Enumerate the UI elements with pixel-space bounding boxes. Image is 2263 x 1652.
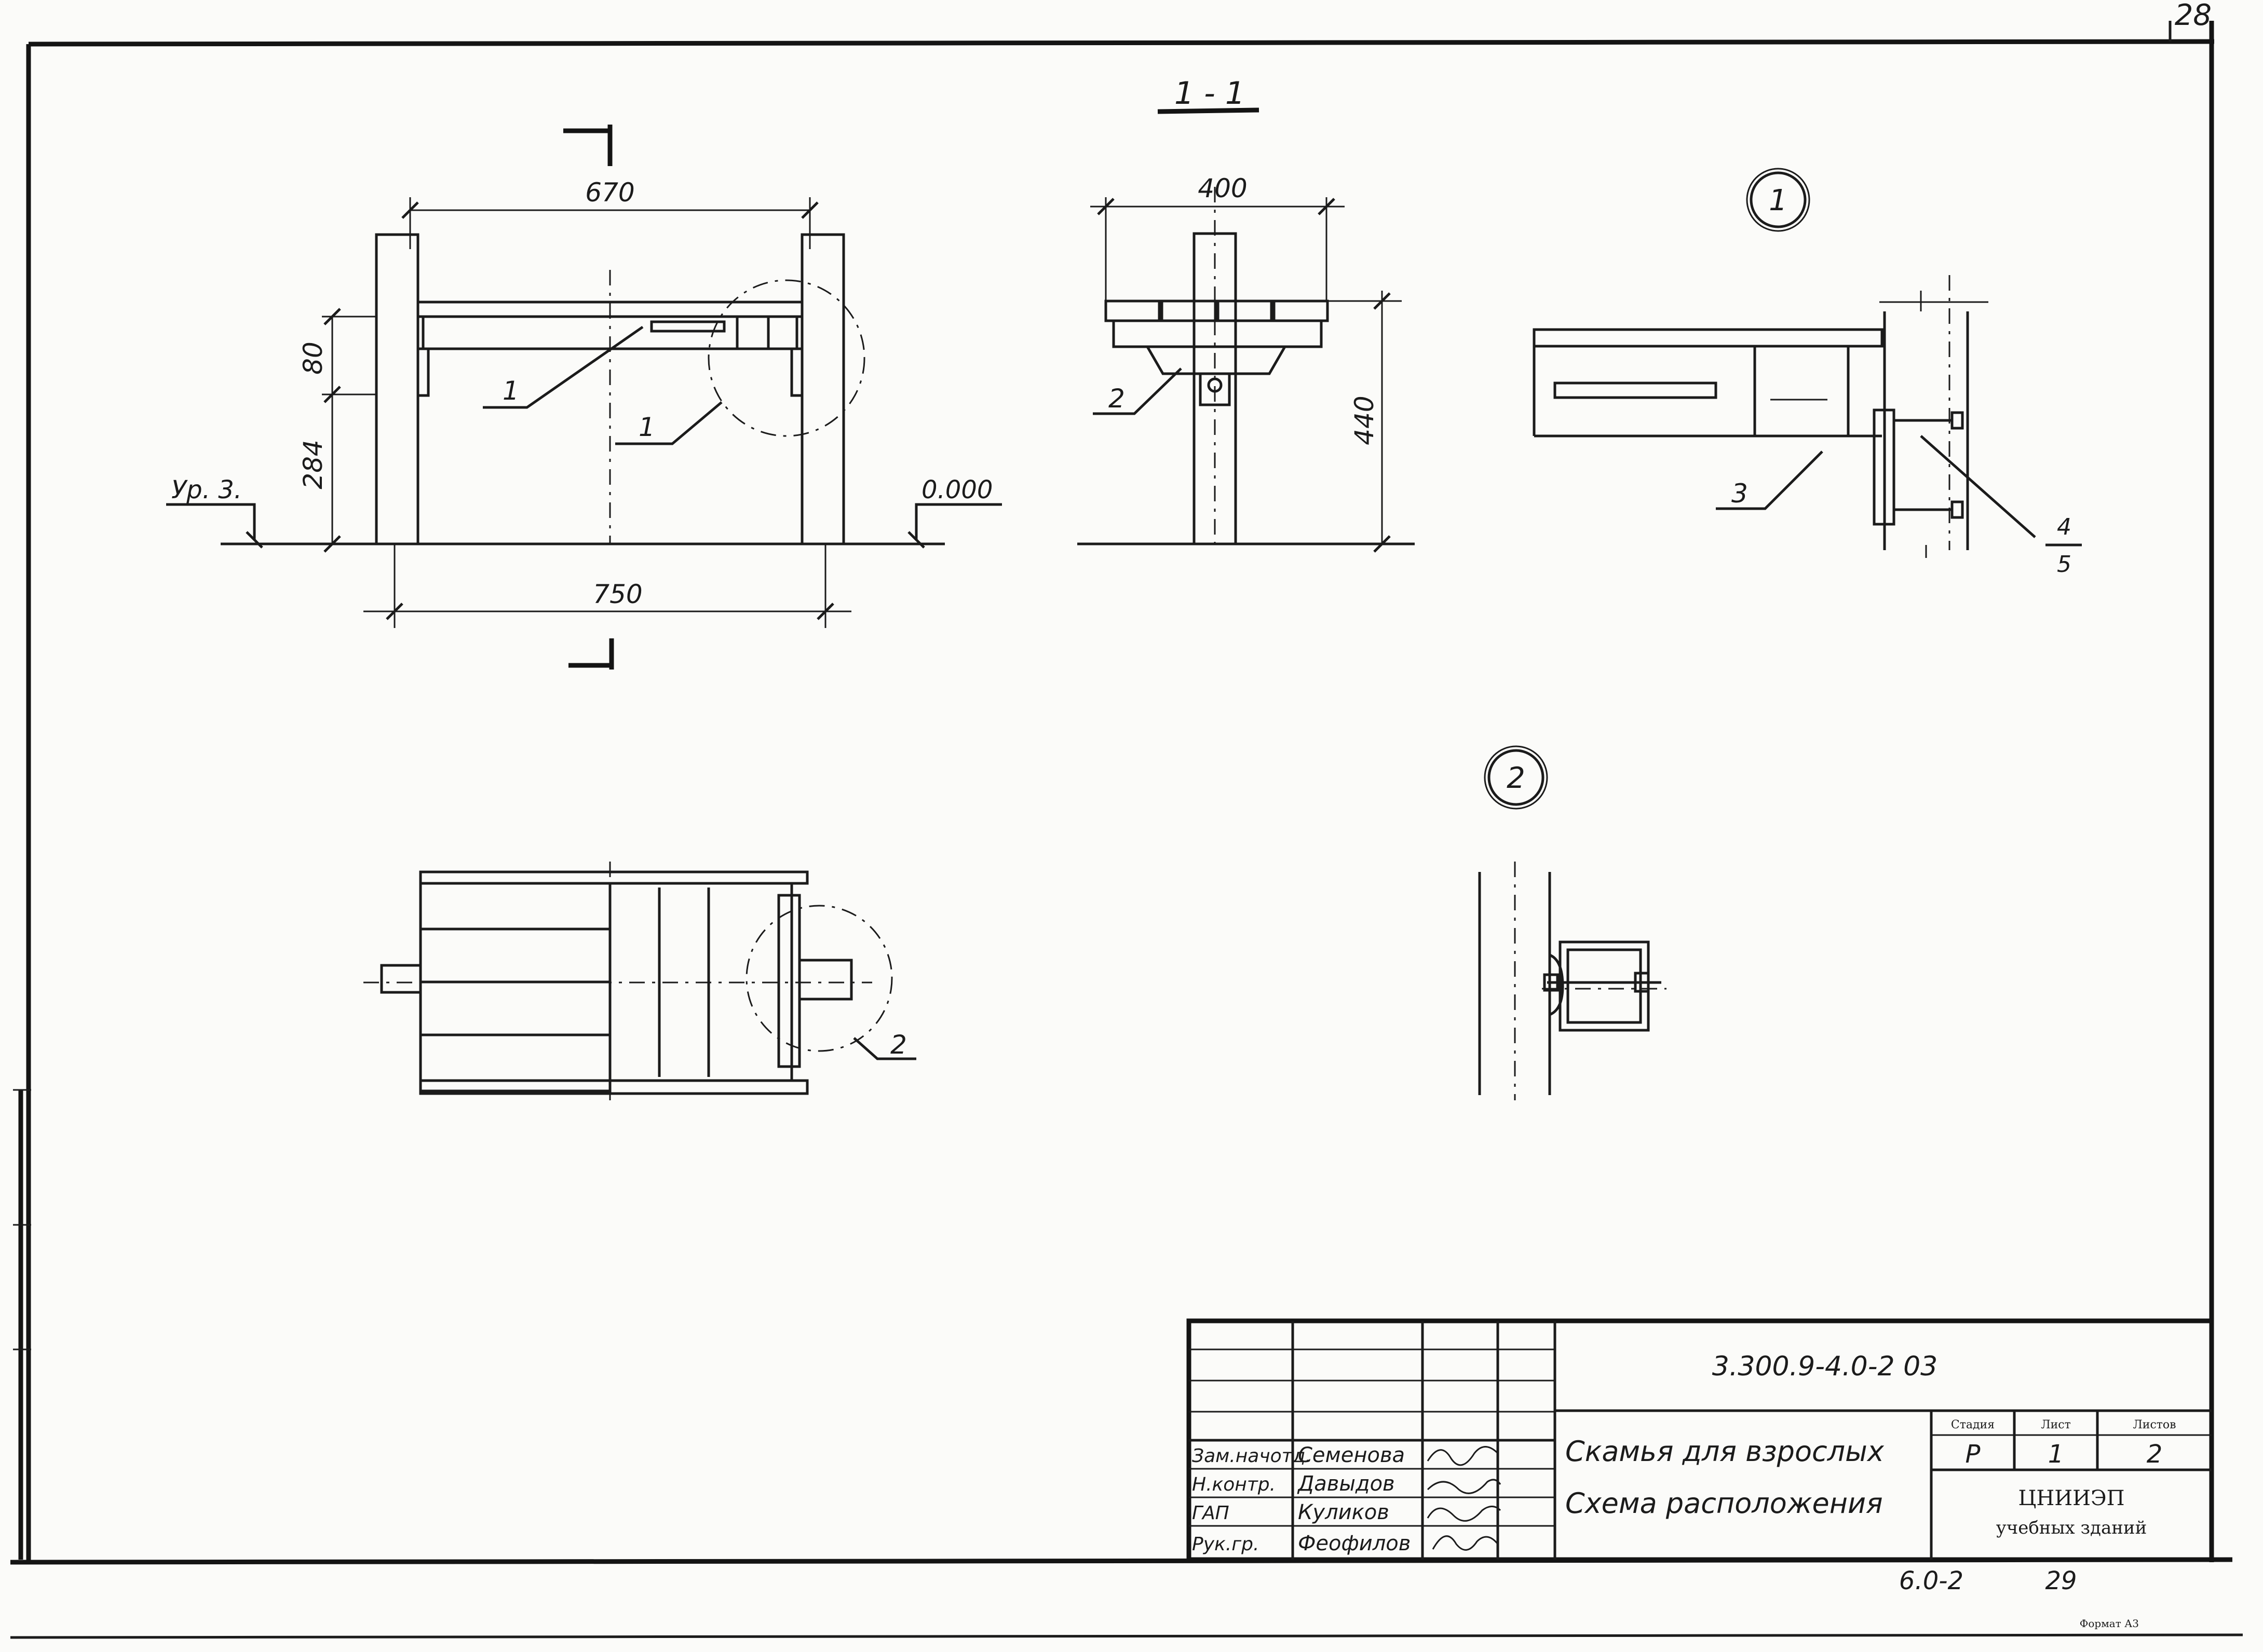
leader-pos-1b: 1 (639, 412, 655, 442)
detail-1 (1533, 168, 2082, 558)
signature-role: Н.контр. (1192, 1474, 1276, 1495)
sheets-header: Листов (2133, 1418, 2176, 1431)
section-title: 1 - 1 (1174, 75, 1245, 112)
title-block (1186, 1318, 2214, 1562)
leader-pos-4: 4 (2057, 514, 2071, 540)
title-line-1: Скамья для взрослых (1565, 1435, 1885, 1468)
dim-670: 670 (585, 178, 634, 208)
leader-pos-1a: 1 (503, 376, 519, 406)
signature-name: Феофилов (1298, 1532, 1411, 1555)
leader-pos-2a: 2 (1108, 384, 1125, 414)
signature-name: Куликов (1298, 1500, 1389, 1524)
signature-name: Давыдов (1297, 1472, 1395, 1496)
plan-view (363, 862, 916, 1100)
album-code: 6.0-2 (1899, 1566, 1963, 1595)
stage-header: Стадия (1951, 1418, 1995, 1431)
dim-400: 400 (1198, 173, 1247, 203)
level-zero: 0.000 (922, 475, 993, 504)
signature-role: Рук.гр. (1192, 1534, 1259, 1555)
title-line-2: Схема расположения (1565, 1487, 1883, 1520)
callout-1-label: 1 (1769, 184, 1787, 217)
signature-role: Зам.начотд. (1192, 1445, 1311, 1467)
org-line-2: учебных зданий (1996, 1518, 2147, 1538)
format-label: Формат А3 (2080, 1617, 2139, 1630)
signature-mark (1432, 1535, 1499, 1551)
leader-pos-3: 3 (1731, 479, 1748, 509)
level-label: Ур. 3. (171, 475, 242, 504)
dim-284: 284 (298, 440, 328, 489)
dim-80: 80 (298, 342, 328, 375)
signature-mark (1427, 1479, 1501, 1494)
front-elevation (166, 125, 1002, 670)
dim-440: 440 (1349, 395, 1379, 445)
signature-mark (1427, 1446, 1499, 1466)
leader-pos-2b: 2 (890, 1030, 907, 1060)
page-number: 28 (2175, 0, 2212, 32)
section-1-1 (1077, 107, 1415, 553)
org-line-1: ЦНИИЭП (2018, 1486, 2124, 1510)
sheet-header: Лист (2041, 1418, 2071, 1431)
signature-role: ГАП (1192, 1503, 1229, 1524)
dim-750: 750 (593, 579, 642, 609)
sheet-frame (10, 21, 2243, 1639)
sheets-value: 2 (2147, 1440, 2163, 1469)
sheet-value: 1 (2048, 1440, 2064, 1469)
album-page: 29 (2045, 1566, 2077, 1595)
doc-code: 3.300.9-4.0-2 03 (1712, 1351, 1937, 1382)
callout-2-label: 2 (1507, 761, 1525, 795)
signature-name: Семенова (1298, 1443, 1405, 1467)
stage-value: Р (1966, 1440, 1981, 1469)
leader-pos-5: 5 (2057, 551, 2071, 578)
signature-mark (1427, 1506, 1501, 1522)
detail-2 (1478, 745, 1666, 1100)
signature-rows: Зам.начотд. Семенова Н.контр. Давыдов ГА… (1192, 1443, 1501, 1555)
